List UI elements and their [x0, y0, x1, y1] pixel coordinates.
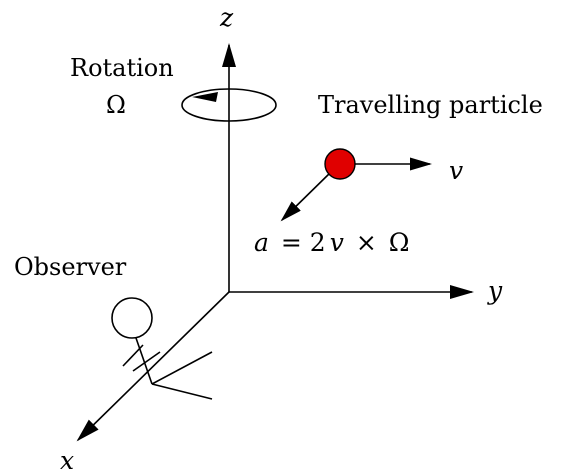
acceleration-arrow — [280, 170, 333, 222]
observer-arm-left — [122, 344, 144, 367]
z-axis-label: z — [219, 3, 234, 32]
formula-times: × — [356, 228, 377, 257]
rotation-title: Rotation — [70, 54, 174, 82]
observer-leg-lower — [151, 383, 213, 400]
observer-body — [135, 337, 153, 385]
acceleration-formula: a = 2 v × Ω — [254, 228, 410, 257]
particle — [324, 148, 356, 180]
formula-equals: = 2 — [281, 228, 326, 257]
formula-v: v — [330, 228, 344, 257]
formula-a: a — [254, 228, 269, 257]
observer-leg-upper — [151, 351, 213, 385]
velocity-label: v — [449, 156, 463, 185]
rotation-arrow-icon — [192, 92, 218, 102]
observer-head — [111, 297, 153, 339]
particle-label: Travelling particle — [318, 91, 543, 119]
rotation-ellipse — [181, 88, 277, 122]
rotation-omega: Ω — [106, 91, 126, 119]
formula-omega: Ω — [389, 228, 410, 257]
observer-label: Observer — [14, 253, 127, 281]
y-axis-label: y — [487, 276, 503, 305]
x-axis-label: x — [60, 446, 74, 471]
observer-figure — [111, 297, 213, 400]
observer-arm-right — [132, 351, 161, 372]
x-axis — [76, 291, 230, 442]
